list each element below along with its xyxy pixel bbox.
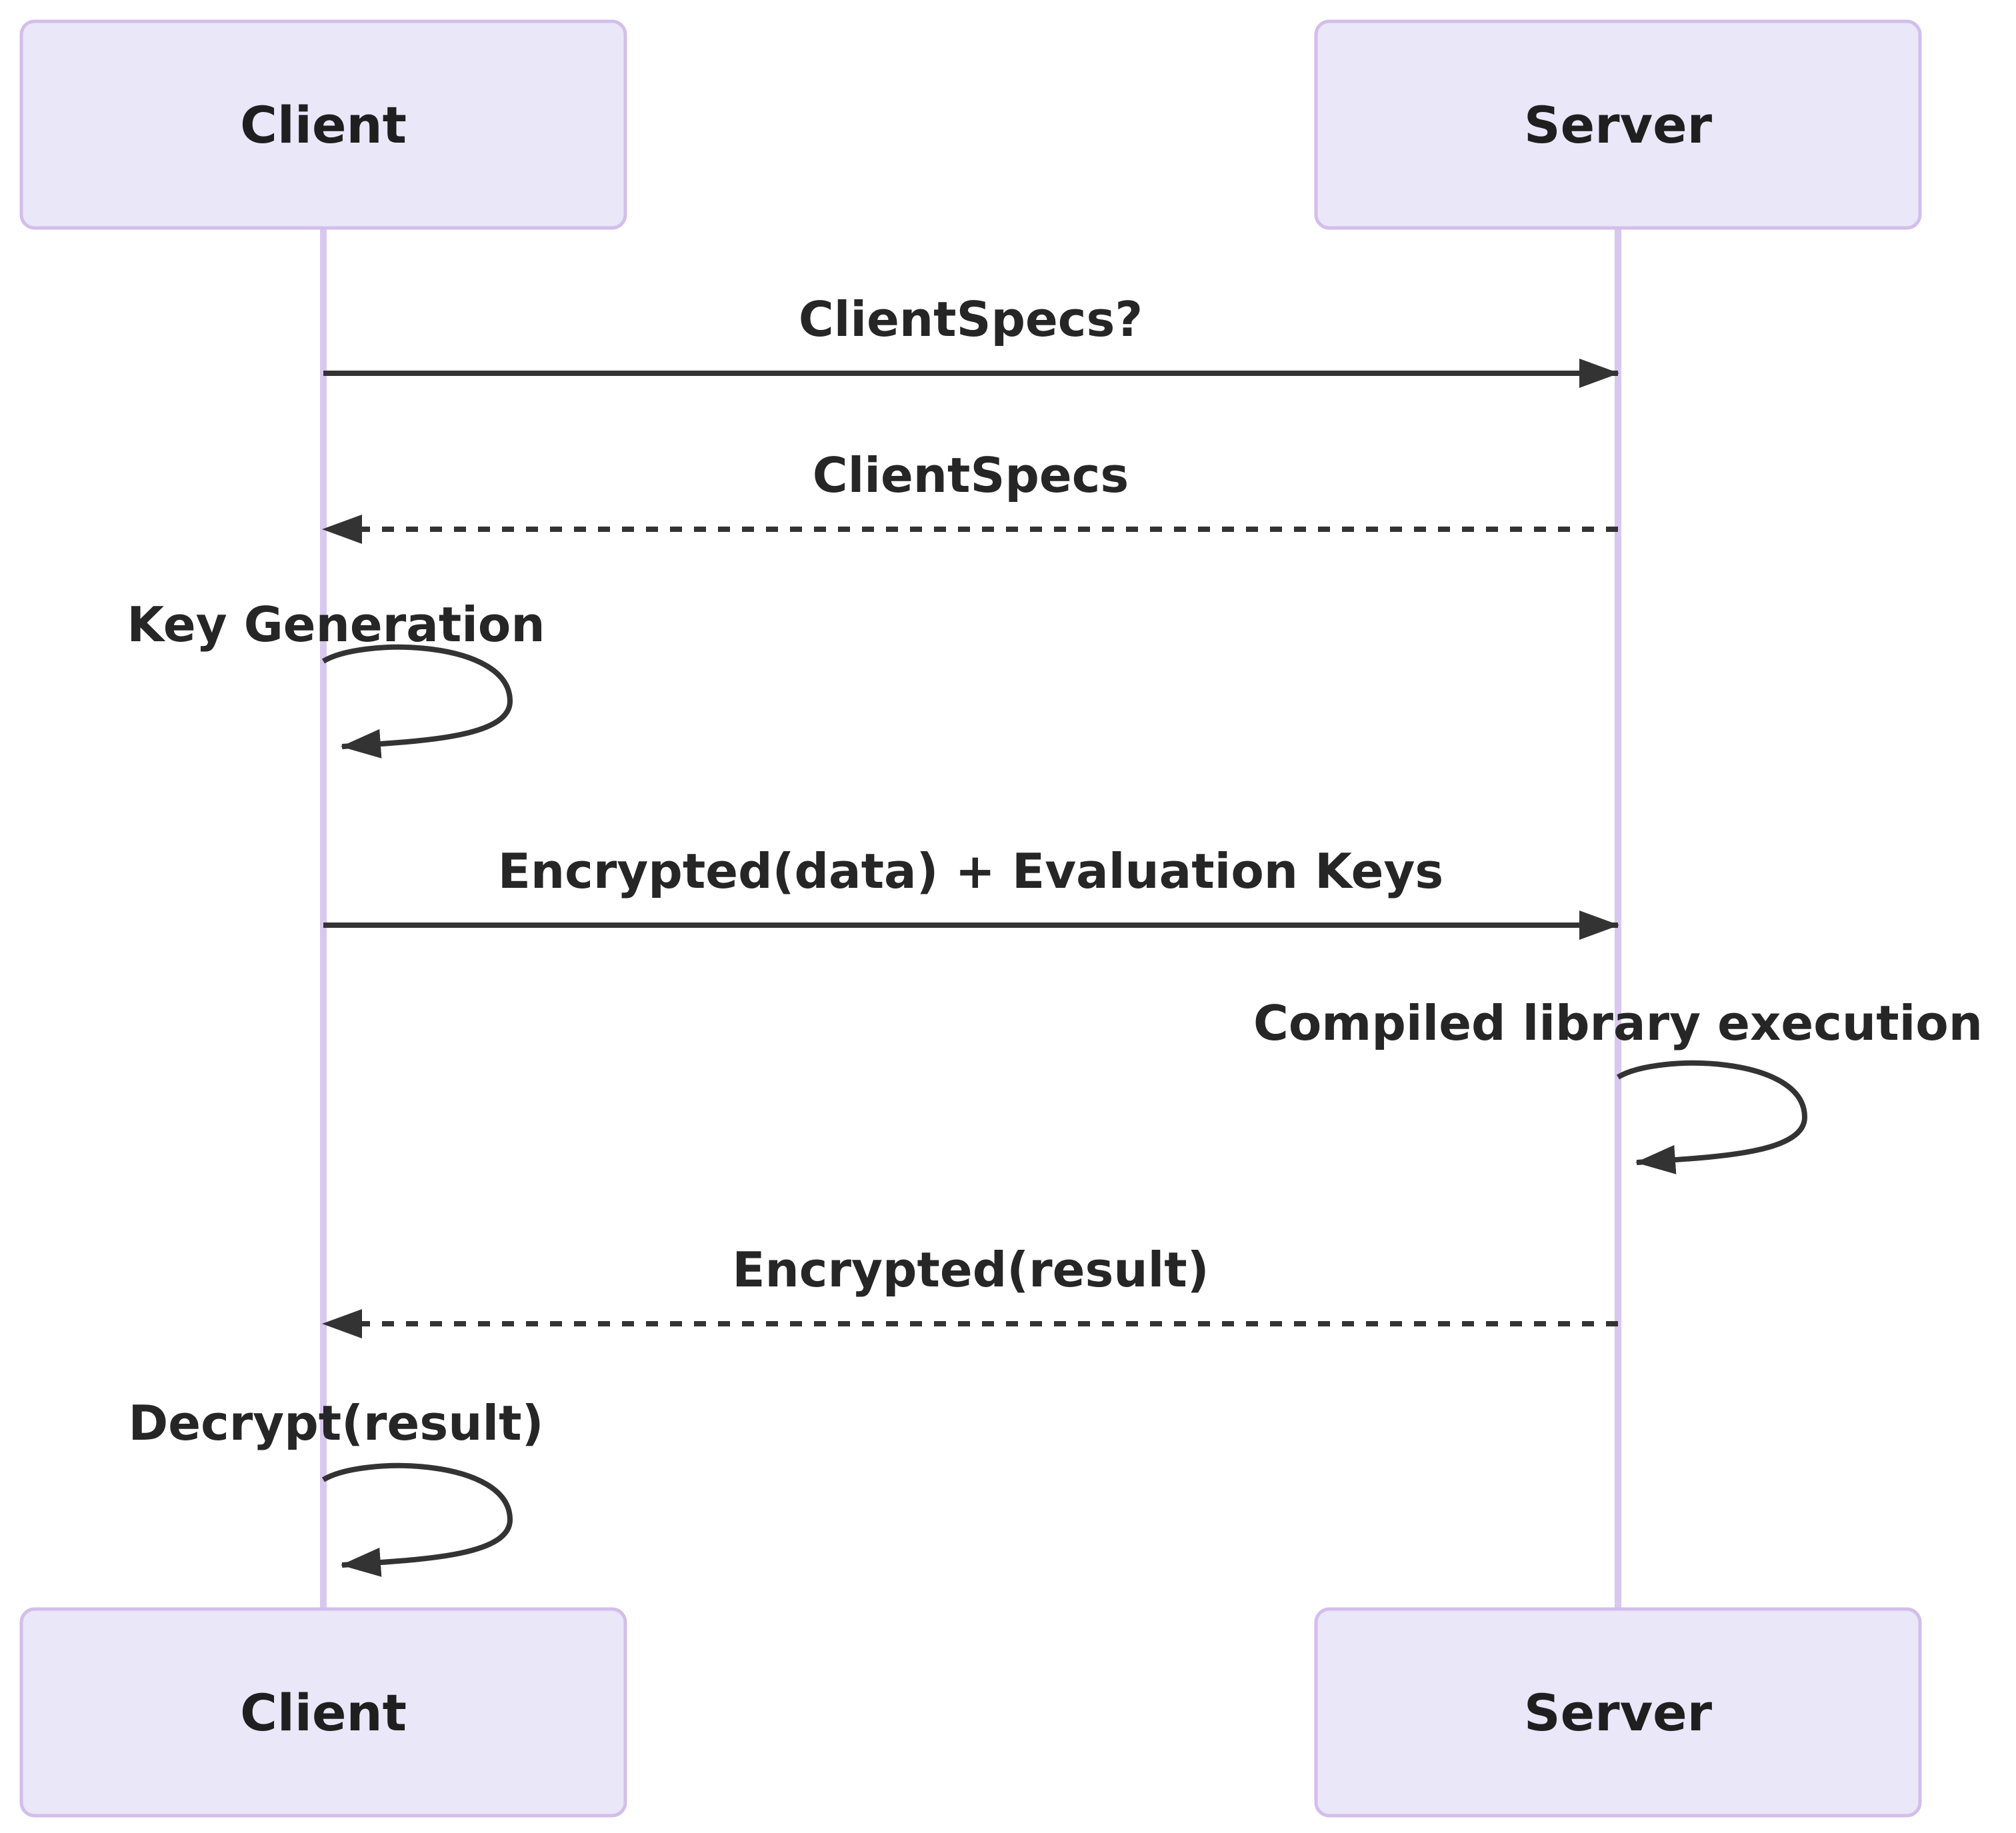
actor-client-top: Client: [19, 19, 627, 230]
actor-box-client-bottom: [19, 1607, 627, 1818]
message-encrypted-data: Encrypted(data) + Evaluation Keys: [323, 843, 1619, 940]
message-clientspecs-reply: ClientSpecs: [322, 447, 1618, 544]
actor-server-bottom: Server: [1314, 1607, 1922, 1818]
actor-label-server-top: Server: [1524, 95, 1713, 155]
message-label-key-generation: Key Generation: [127, 597, 545, 653]
message-decrypt-result: Decrypt(result): [128, 1395, 544, 1577]
actor-client-bottom: Client: [19, 1607, 627, 1818]
actor-server-top: Server: [1314, 19, 1922, 230]
actor-box-client-top: [19, 19, 627, 230]
self-loop-key-generation: [321, 644, 513, 759]
self-loop-compiled-library-execution: [1616, 1060, 1808, 1174]
actor-box-server-bottom: [1314, 1607, 1922, 1818]
message-encrypted-result: Encrypted(result): [322, 1242, 1618, 1338]
message-label-compiled-library-execution: Compiled library execution: [1253, 995, 1983, 1051]
message-compiled-library-execution: Compiled library execution: [1253, 995, 1983, 1174]
message-key-generation: Key Generation: [127, 597, 545, 759]
self-loop-decrypt-result: [321, 1462, 513, 1577]
message-label-encrypted-data: Encrypted(data) + Evaluation Keys: [498, 843, 1444, 899]
message-label-encrypted-result: Encrypted(result): [732, 1242, 1209, 1298]
message-label-clientspecs-reply: ClientSpecs: [813, 447, 1129, 503]
message-label-decrypt-result: Decrypt(result): [128, 1395, 543, 1451]
actor-label-client-top: Client: [240, 95, 407, 155]
actor-label-server-bottom: Server: [1524, 1683, 1713, 1742]
actor-box-server-top: [1314, 19, 1922, 230]
message-clientspecs-request: ClientSpecs?: [323, 291, 1619, 388]
message-label-clientspecs-request: ClientSpecs?: [799, 291, 1143, 347]
actor-label-client-bottom: Client: [240, 1683, 407, 1742]
